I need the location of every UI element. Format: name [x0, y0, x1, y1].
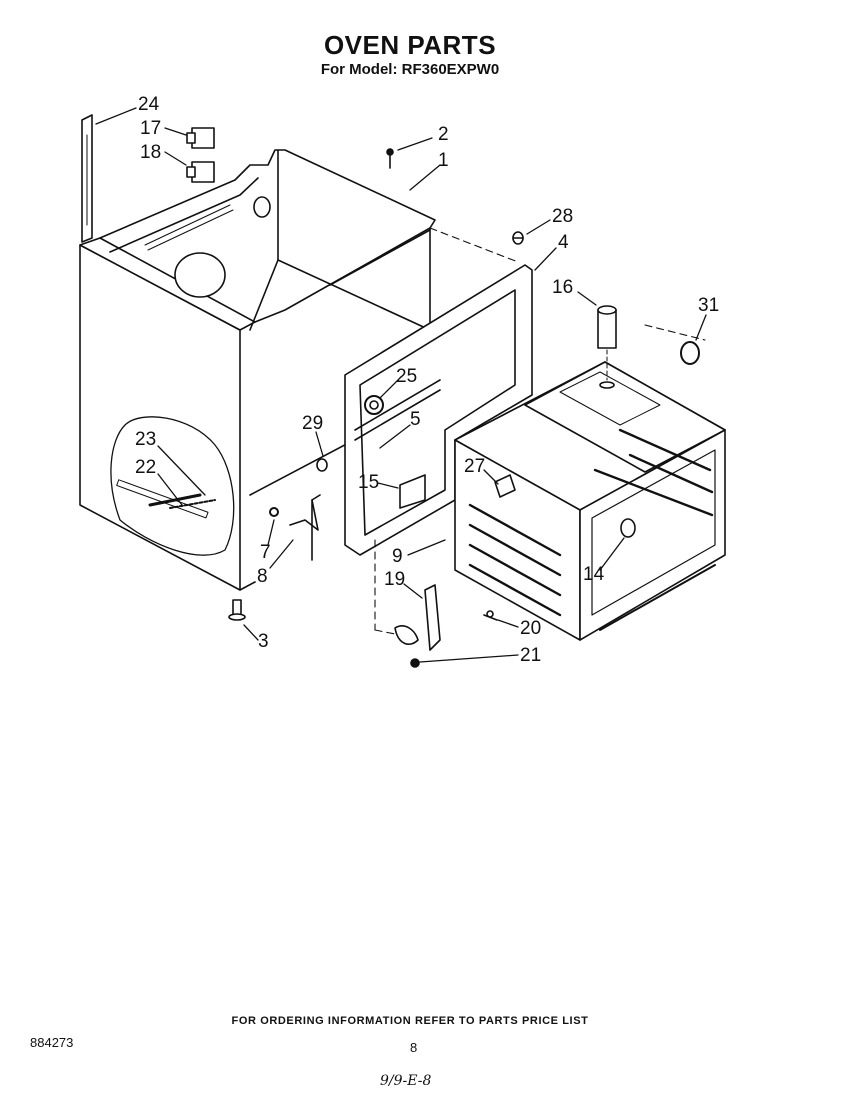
callout-24: 24 [138, 94, 160, 115]
callout-4: 4 [558, 232, 569, 253]
callout-22: 22 [135, 457, 156, 478]
callout-19: 19 [384, 569, 405, 590]
callout-31: 31 [698, 295, 719, 316]
callout-8: 8 [257, 566, 268, 587]
callout-14: 14 [583, 564, 605, 585]
part-9-oven-liner [454, 361, 726, 641]
callout-21: 21 [520, 645, 541, 666]
part-3-leveling-leg [228, 599, 246, 621]
callout-23: 23 [135, 429, 156, 450]
callout-3: 3 [258, 631, 269, 652]
callout-16: 16 [552, 277, 573, 298]
part-31-lens [680, 341, 700, 365]
part-21-nut [410, 658, 420, 668]
part-8-hinge-bracket [289, 494, 321, 561]
callout-5: 5 [410, 409, 421, 430]
part-2-screw [386, 148, 394, 169]
callout-29: 29 [302, 413, 323, 434]
callout-28: 28 [552, 206, 573, 227]
callout-1: 1 [438, 150, 449, 171]
oven-cabinet [79, 149, 436, 591]
alignment-lines [374, 227, 706, 636]
part-25-grommet [364, 395, 384, 415]
leader-lines [95, 107, 707, 663]
callout-17: 17 [140, 118, 161, 139]
callout-27: 27 [464, 456, 485, 477]
part-16-light-socket [597, 305, 617, 389]
part-27-bracket [494, 474, 516, 498]
part-24-strip [81, 114, 93, 243]
part-4-front-frame [344, 264, 533, 556]
callout-20: 20 [520, 618, 541, 639]
callout-15: 15 [358, 472, 379, 493]
callout-18: 18 [140, 142, 161, 163]
part-17-switch [186, 127, 215, 149]
part-19-hinge [394, 584, 441, 651]
page-number: 8 [410, 1040, 418, 1055]
ordering-info-note: FOR ORDERING INFORMATION REFER TO PARTS … [231, 1015, 589, 1027]
callout-25: 25 [396, 366, 417, 387]
callout-9: 9 [392, 546, 403, 567]
model-subtitle: For Model: RF360EXPW0 [320, 61, 500, 78]
page-title: OVEN PARTS [323, 30, 497, 60]
callout-2: 2 [438, 124, 449, 145]
callout-labels: 24 17 18 2 1 28 4 16 31 25 5 29 23 22 27… [135, 94, 719, 666]
part-29-grommet [316, 458, 328, 472]
document-number: 884273 [30, 1035, 74, 1050]
part-15-bracket [399, 474, 426, 509]
part-28-grommet [512, 231, 524, 245]
part-7-nut [269, 507, 279, 517]
callout-7: 7 [260, 542, 271, 563]
handwritten-code: 9/9-E-8 [380, 1073, 432, 1089]
part-20-screw [483, 610, 498, 621]
part-18-switch [186, 161, 215, 183]
